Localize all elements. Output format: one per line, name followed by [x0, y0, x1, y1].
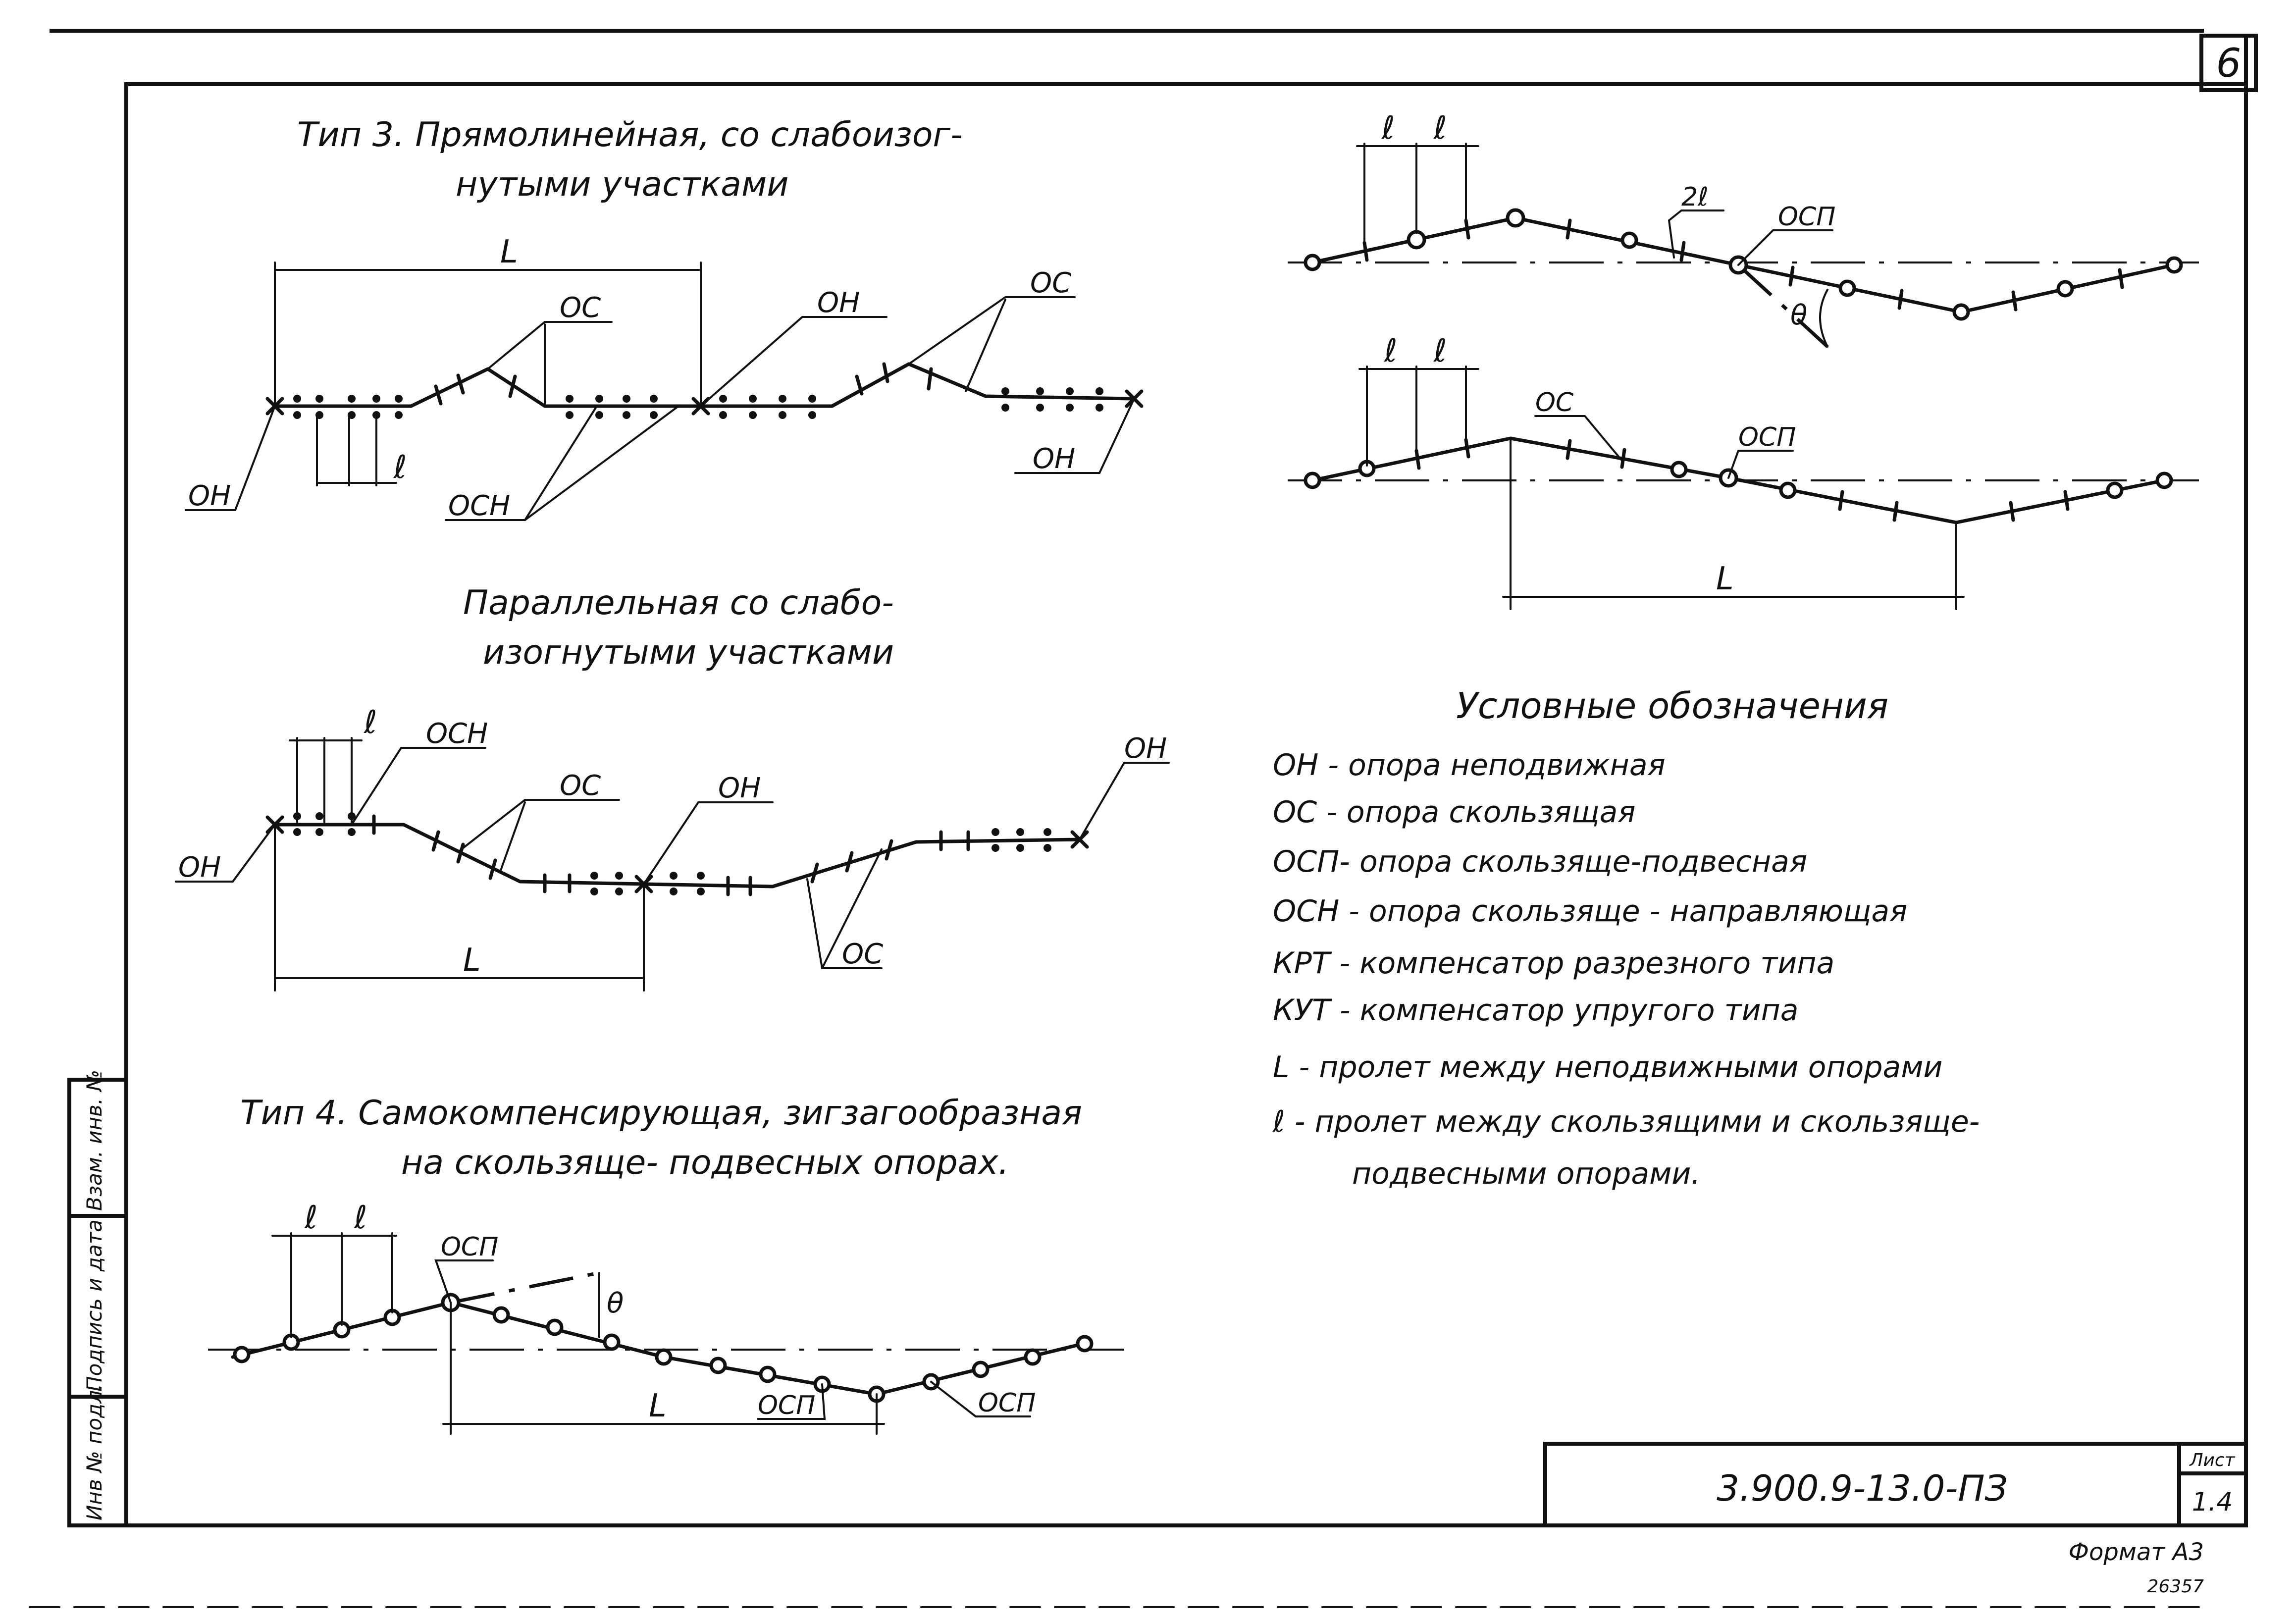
stamp-signature: Подпись и дата [82, 1219, 106, 1392]
legend-item-och: ОСН - опора скользяще - направляющая [1273, 894, 1907, 929]
zigzag-mid-pitch-l1: ℓ [1384, 333, 1397, 369]
parallel-label-och: ОСН [426, 718, 488, 750]
title-block: 3.900.9-13.0-ПЗ Лист 1.4 [1543, 1442, 2248, 1527]
legend-item-oh: ОН - опора неподвижная [1273, 748, 1666, 783]
zigzag-middle-ticks [1414, 438, 2070, 522]
type4-pitch-l2: ℓ [354, 1200, 367, 1236]
type4-title-line1: Тип 4. Самокомпенсирующая, зигзагообразн… [240, 1094, 1082, 1133]
zigzag-mid-span-L: L [1716, 561, 1734, 597]
legend-item-l-cont: подвесными опорами. [1352, 1156, 1700, 1191]
document-code: 3.900.9-13.0-ПЗ [1717, 1467, 2007, 1509]
zigzag-top-label-osp: ОСП [1778, 202, 1835, 232]
zigzag-top-theta: θ [1790, 299, 1807, 331]
parallel-guide-supports [293, 812, 1051, 895]
type3-sliding-ticks [434, 362, 933, 406]
parallel-title-line2: изогнутыми участками [483, 633, 894, 672]
type4-label-osp-mid: ОСП [758, 1391, 815, 1420]
type4-label-osp-right: ОСП [978, 1388, 1036, 1418]
type4-span-L: L [649, 1388, 667, 1424]
type3-label-oh-top: ОН [817, 287, 860, 319]
type4-suspended-supports [233, 1293, 1094, 1403]
type4-label-osp-top: ОСП [441, 1232, 498, 1262]
legend-item-L: L - пролет между неподвижными опорами [1273, 1050, 1943, 1085]
type3-title-line2: нутыми участками [456, 165, 788, 204]
legend: Условные обозначения ОН - опора неподвиж… [1272, 685, 1980, 1191]
type4-title-line2: на скользяще- подвесных опорах. [401, 1143, 1009, 1182]
parallel-fixed-support-marks [265, 815, 1089, 893]
type3-label-oh-right: ОН [1033, 443, 1075, 475]
zigzag-mid-pitch-l2: ℓ [1433, 333, 1447, 369]
parallel-label-oh-left: ОН [178, 851, 221, 884]
zigzag-top-label-2l: 2ℓ [1681, 182, 1709, 212]
zigzag-top-supports [1304, 208, 2183, 321]
parallel-pitch-l: ℓ [364, 704, 377, 741]
type3-guide-supports [293, 387, 1103, 419]
type3-label-och: ОСН [448, 490, 510, 522]
legend-item-osp: ОСП- опора скользяще-подвесная [1273, 844, 1807, 879]
stamp-inv-no: Инв № подл. [82, 1384, 106, 1520]
parallel-title-line1: Параллельная со слабо- [463, 583, 894, 623]
legend-item-l: ℓ - пролет между скользящими и скользяще… [1272, 1104, 1980, 1139]
type4-theta: θ [607, 1287, 624, 1319]
type4-diagram: Тип 4. Самокомпенсирующая, зигзагообразн… [208, 1094, 1124, 1435]
type3-diagram: Тип 3. Прямолинейная, со слабоизог- нуты… [185, 115, 1144, 522]
parallel-diagram: Параллельная со слабо- изогнутыми участк… [175, 583, 1170, 992]
type3-label-oc2: ОС [1030, 267, 1071, 299]
parallel-label-oc-bottom: ОС [842, 938, 883, 970]
type4-pitch-l1: ℓ [304, 1200, 317, 1236]
sheet-number: 6 [2216, 40, 2242, 86]
side-stamp: Инв № подл. Подпись и дата Взам. инв. № [67, 1070, 128, 1527]
parallel-label-oc: ОС [560, 770, 601, 802]
zigzag-diagram-middle: ℓ ℓ ОС ОСП L [1288, 333, 2199, 610]
legend-item-oc: ОС - опора скользящая [1273, 795, 1636, 830]
zigzag-top-pitch-l1: ℓ [1381, 110, 1395, 147]
type3-pitch-l: ℓ [393, 449, 407, 486]
type3-label-oh-left: ОН [188, 480, 231, 512]
legend-item-kut: КУТ - компенсатор упругого типа [1273, 993, 1799, 1028]
parallel-label-oh-mid: ОН [718, 772, 761, 804]
parallel-sliding-ticks [372, 814, 970, 896]
parallel-span-L: L [463, 942, 481, 979]
zigzag-mid-label-oc: ОС [1535, 388, 1574, 418]
legend-item-krt: КРТ - компенсатор разрезного типа [1273, 946, 1834, 981]
sheet-label: Лист [2189, 1450, 2235, 1470]
sheet-frame [29, 29, 2248, 1608]
paper-format: Формат А3 [2069, 1538, 2204, 1566]
type3-span-L: L [500, 234, 518, 270]
sheet-number-box: 6 [2199, 34, 2258, 92]
corner-mark: 26357 [2147, 1576, 2204, 1597]
zigzag-mid-label-osp: ОСП [1738, 422, 1796, 452]
legend-title: Условные обозначения [1456, 685, 1888, 727]
zigzag-top-ticks [1362, 218, 2124, 312]
zigzag-top-pitch-l2: ℓ [1433, 110, 1447, 147]
stamp-replace-inv: Взам. инв. № [82, 1070, 106, 1211]
zigzag-diagram-top: ℓ ℓ 2ℓ ОСП θ [1288, 110, 2199, 348]
type3-label-oc: ОС [560, 292, 601, 324]
sheet-value: 1.4 [2192, 1487, 2233, 1517]
type3-title-line1: Тип 3. Прямолинейная, со слабоизог- [297, 115, 963, 155]
parallel-label-oh-right: ОН [1124, 733, 1167, 765]
